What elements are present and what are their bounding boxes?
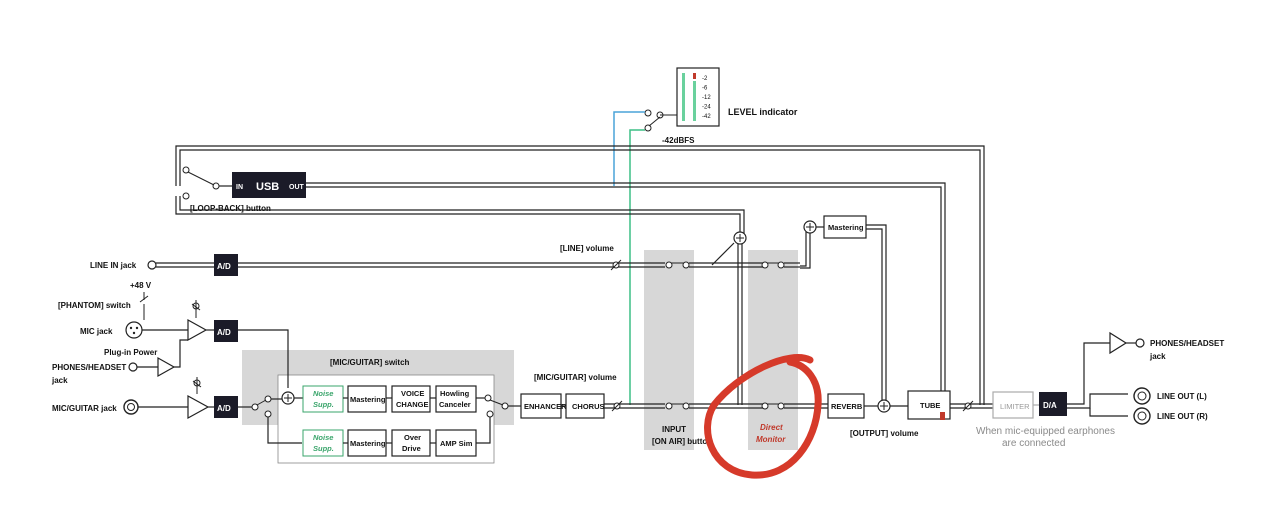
line-in-jack-label: LINE IN jack bbox=[90, 261, 137, 270]
mastering-label-1: Mastering bbox=[350, 395, 386, 404]
level-indicator-label: LEVEL indicator bbox=[728, 107, 798, 117]
meter-tick-label: -6 bbox=[702, 86, 708, 92]
line-in-ad-label: A/D bbox=[217, 262, 231, 271]
green-meter-path bbox=[629, 129, 645, 405]
usb-in-label: IN bbox=[236, 184, 243, 191]
usb-out-label: OUT bbox=[289, 184, 305, 191]
limiter-label: LIMITER bbox=[1000, 402, 1030, 411]
line-out-r-label: LINE OUT (R) bbox=[1157, 412, 1208, 421]
direct-monitor-label-1: Direct bbox=[760, 423, 783, 432]
mic-ad-block bbox=[214, 320, 238, 342]
phones-headset-left-label-2: jack bbox=[51, 376, 68, 385]
blue-meter-path bbox=[613, 111, 645, 186]
input-button-label-1: INPUT bbox=[662, 425, 686, 434]
over-drive-box bbox=[391, 429, 431, 457]
guitar-ad-block bbox=[214, 396, 238, 418]
noise-supp-box-1 bbox=[302, 385, 344, 413]
meter-tick-label: -2 bbox=[702, 76, 708, 82]
noise-supp-label-2b: Supp. bbox=[313, 444, 334, 453]
phantom-switch-label: [PHANTOM] switch bbox=[58, 301, 131, 310]
guitar-preamp-icon bbox=[187, 394, 210, 420]
over-drive-label-2: Drive bbox=[402, 444, 421, 453]
tube-label: TUBE bbox=[920, 401, 940, 410]
phones-headset-right-icon bbox=[1135, 338, 1145, 348]
chorus-box bbox=[565, 393, 605, 419]
noise-supp-label-1a: Noise bbox=[313, 389, 333, 398]
amp-sim-label: AMP Sim bbox=[440, 439, 473, 448]
da-label: D/A bbox=[1043, 401, 1057, 410]
phones-headset-right-label-2: jack bbox=[1149, 352, 1166, 361]
mastering-output-label: Mastering bbox=[828, 223, 864, 232]
mic-jack-icon bbox=[125, 321, 143, 339]
line-volume-label: [LINE] volume bbox=[560, 244, 614, 253]
phones-amp-icon bbox=[1109, 331, 1128, 355]
voice-change-label-2: CHANGE bbox=[396, 400, 429, 409]
limiter-box bbox=[992, 391, 1034, 419]
input-button-label-2: [ON AIR] button bbox=[652, 437, 712, 446]
reverb-label: REVERB bbox=[831, 402, 863, 411]
mic-ad-label: A/D bbox=[217, 328, 231, 337]
direct-monitor-label-2: Monitor bbox=[756, 435, 786, 444]
mic-guitar-volume-label: [MIC/GUITAR] volume bbox=[534, 373, 617, 382]
mic-jack-label: MIC jack bbox=[80, 327, 113, 336]
howling-label-2: Canceler bbox=[439, 400, 471, 409]
phones-headset-left-label-1: PHONES/HEADSET bbox=[52, 363, 126, 372]
phones-headset-right-label-1: PHONES/HEADSET bbox=[1150, 339, 1224, 348]
direct-monitor-column bbox=[748, 250, 798, 450]
howling-canceler-box bbox=[435, 385, 477, 413]
input-on-air-column bbox=[644, 250, 694, 450]
mic-preamp-icon bbox=[187, 318, 208, 342]
over-drive-label-1: Over bbox=[404, 433, 421, 442]
enhancer-label: ENHANCER bbox=[524, 402, 567, 411]
reverb-box bbox=[827, 393, 865, 419]
plugin-power-label: Plug-in Power bbox=[104, 348, 157, 357]
meter-tick-label: -24 bbox=[702, 105, 711, 111]
line-out-l-label: LINE OUT (L) bbox=[1157, 392, 1207, 401]
noise-supp-label-2a: Noise bbox=[313, 433, 333, 442]
mic-guitar-switch-label: [MIC/GUITAR] switch bbox=[330, 358, 410, 367]
earphones-note-1: When mic-equipped earphones bbox=[976, 426, 1115, 437]
level-meter: -2 -6 -12 -24 -42 bbox=[676, 67, 720, 127]
earphones-note-2: are connected bbox=[1002, 438, 1065, 449]
plus48v-label: +48 V bbox=[130, 281, 152, 290]
howling-label-1: Howling bbox=[440, 389, 470, 398]
line-in-ad-block bbox=[214, 254, 238, 276]
tube-indicator-icon bbox=[940, 412, 945, 420]
meter-tick-label: -42 bbox=[702, 114, 711, 120]
da-block bbox=[1039, 392, 1067, 416]
chorus-label: CHORUS bbox=[572, 402, 605, 411]
line-in-jack-icon bbox=[147, 260, 157, 270]
phones-headset-left-icon bbox=[128, 362, 138, 372]
mastering-label-2: Mastering bbox=[350, 439, 386, 448]
minus42-label: -42dBFS bbox=[662, 136, 695, 145]
voice-change-box bbox=[391, 385, 431, 413]
usb-label: USB bbox=[256, 181, 279, 193]
plugin-power-preamp-icon bbox=[157, 356, 176, 378]
usb-block: IN USB OUT bbox=[232, 172, 306, 198]
noise-supp-box-2 bbox=[302, 429, 344, 457]
output-volume-label: [OUTPUT] volume bbox=[850, 429, 919, 438]
red-annotation-circle bbox=[704, 354, 822, 479]
mastering-box-1 bbox=[347, 385, 387, 413]
loopback-button-label: [LOOP-BACK] button bbox=[190, 204, 271, 213]
guitar-ad-label: A/D bbox=[217, 404, 231, 413]
meter-tick-label: -12 bbox=[702, 95, 711, 101]
noise-supp-label-1b: Supp. bbox=[313, 400, 334, 409]
voice-change-label-1: VOICE bbox=[401, 389, 424, 398]
mic-guitar-jack-label: MIC/GUITAR jack bbox=[52, 404, 117, 413]
